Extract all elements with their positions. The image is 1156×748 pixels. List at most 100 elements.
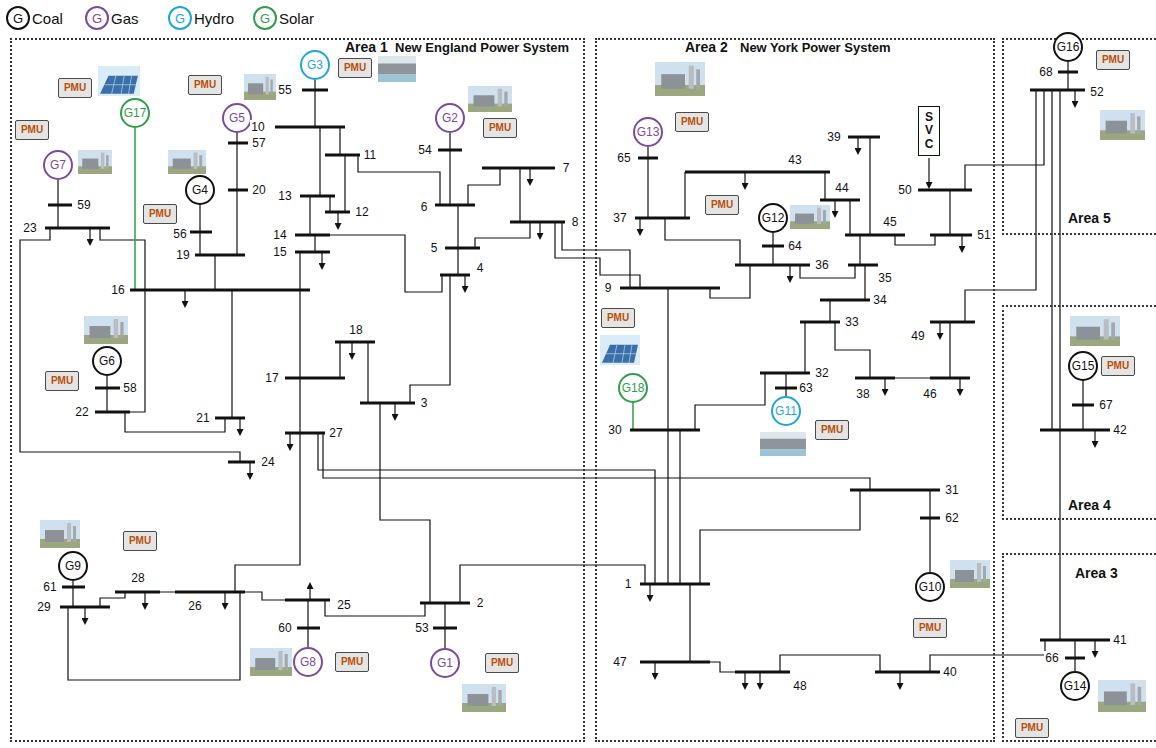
generator-name: G11: [775, 405, 797, 417]
pmu-label: PMU: [607, 313, 629, 323]
pmu-box: PMU: [483, 118, 517, 138]
legend-text: Hydro: [194, 11, 234, 26]
bus-number: 21: [195, 411, 210, 425]
area-heading: Area 3: [1075, 565, 1118, 581]
generator-name: G5: [229, 112, 245, 124]
generator-name: G1: [437, 657, 453, 669]
area-region: Area 2New York Power SystemG13PMUSVCG12P…: [595, 38, 995, 742]
generator-circle: G18: [618, 373, 649, 404]
area-title: New York Power System: [740, 40, 891, 55]
bus-number: 33: [844, 315, 859, 329]
generator-name: G7: [50, 159, 66, 171]
bus-number: 15: [272, 245, 287, 259]
pmu-box: PMU: [335, 652, 369, 672]
generator-circle: G14: [1060, 671, 1091, 702]
pmu-box: PMU: [601, 308, 635, 328]
pmu-label: PMU: [344, 63, 366, 73]
area-heading: Area 2: [685, 39, 728, 55]
pmu-label: PMU: [489, 123, 511, 133]
generator-circle: G5: [222, 103, 252, 133]
legend-circle: [7, 7, 276, 29]
generator-name: G2: [442, 112, 458, 124]
bus-number: 26: [187, 599, 202, 613]
generator-circle: G8: [293, 647, 323, 677]
legend-symbol: G: [91, 11, 103, 26]
bus-number: 5: [430, 241, 439, 255]
generator-circle: G6: [92, 346, 122, 376]
bus-number: 53: [414, 621, 429, 635]
bus-number: 16: [110, 283, 125, 297]
pmu-label: PMU: [129, 536, 151, 546]
bus-number: 59: [76, 198, 91, 212]
bus-number: 35: [877, 271, 892, 285]
area-region: Area 5G16PMU: [1002, 38, 1156, 235]
bus-number: 25: [336, 598, 351, 612]
bus-number: 45: [882, 215, 897, 229]
bus-number: 17: [264, 371, 279, 385]
plant-photo: [40, 56, 1146, 712]
generator-circle: G1: [430, 648, 460, 678]
bus-number: 61: [42, 580, 57, 594]
pmu-box: PMU: [123, 531, 157, 551]
pmu-label: PMU: [21, 125, 43, 135]
generator-circle: G13: [633, 117, 664, 148]
bus-number: 2: [476, 596, 485, 610]
area-region: Area 1New England Power SystemG17PMUG5PM…: [10, 38, 585, 742]
area-region: Area 3 G14PMU: [1002, 553, 1156, 742]
generator-name: G4: [192, 184, 208, 196]
legend-text: Coal: [32, 11, 63, 26]
bus-number: 41: [1112, 633, 1127, 647]
pmu-box: PMU: [485, 653, 519, 673]
bus-number: 6: [420, 200, 429, 214]
bus-number: 51: [976, 228, 991, 242]
bus-number: 22: [74, 405, 89, 419]
bus-number: 43: [787, 153, 802, 167]
generator-name: G18: [622, 382, 645, 394]
pmu-box: PMU: [1101, 356, 1135, 376]
bus-number: 37: [612, 211, 627, 225]
bus-number: 54: [417, 143, 432, 157]
bus-number: 68: [1038, 65, 1053, 79]
pmu-label: PMU: [1021, 723, 1043, 733]
bus-number: 4: [476, 261, 485, 275]
pmu-box: PMU: [45, 371, 79, 391]
pmu-box: PMU: [143, 204, 177, 224]
legend-symbol: G: [174, 11, 186, 26]
svc-label: SVC: [923, 111, 935, 151]
bus-number: 14: [272, 228, 287, 242]
pmu-label: PMU: [194, 80, 216, 90]
pmu-box: PMU: [338, 58, 372, 78]
generator-circle: G4: [185, 175, 215, 205]
generator-circle: G10: [915, 572, 946, 603]
bus-number: 66: [1044, 651, 1059, 665]
pmu-label: PMU: [149, 209, 171, 219]
generator-name: G8: [300, 656, 316, 668]
pmu-box: PMU: [15, 120, 49, 140]
pmu-label: PMU: [711, 200, 733, 210]
generator-name: G3: [307, 59, 323, 71]
bus-number: 36: [814, 258, 829, 272]
generator-name: G17: [124, 107, 147, 119]
generator-circle: G11: [771, 396, 801, 426]
pmu-box: PMU: [1015, 718, 1049, 738]
legend-text: Solar: [279, 11, 314, 26]
generator-name: G9: [65, 560, 81, 572]
bus-number: 24: [260, 455, 275, 469]
bus-number: 38: [855, 387, 870, 401]
bus-number: 3: [420, 396, 429, 410]
solar-line: [135, 128, 633, 430]
bus-number: 57: [251, 136, 266, 150]
generator-name: G13: [637, 126, 660, 138]
legend-text: Gas: [111, 11, 139, 26]
bus-bar: [45, 72, 1110, 672]
pmu-label: PMU: [1102, 55, 1124, 65]
bus-number: 40: [942, 665, 957, 679]
bus-number: 18: [348, 323, 363, 337]
generator-circle: G16: [1053, 32, 1084, 63]
transmission-line: [20, 62, 1083, 680]
pmu-box: PMU: [675, 112, 709, 132]
bus-number: 10: [250, 120, 265, 134]
bus-number: 31: [944, 483, 959, 497]
